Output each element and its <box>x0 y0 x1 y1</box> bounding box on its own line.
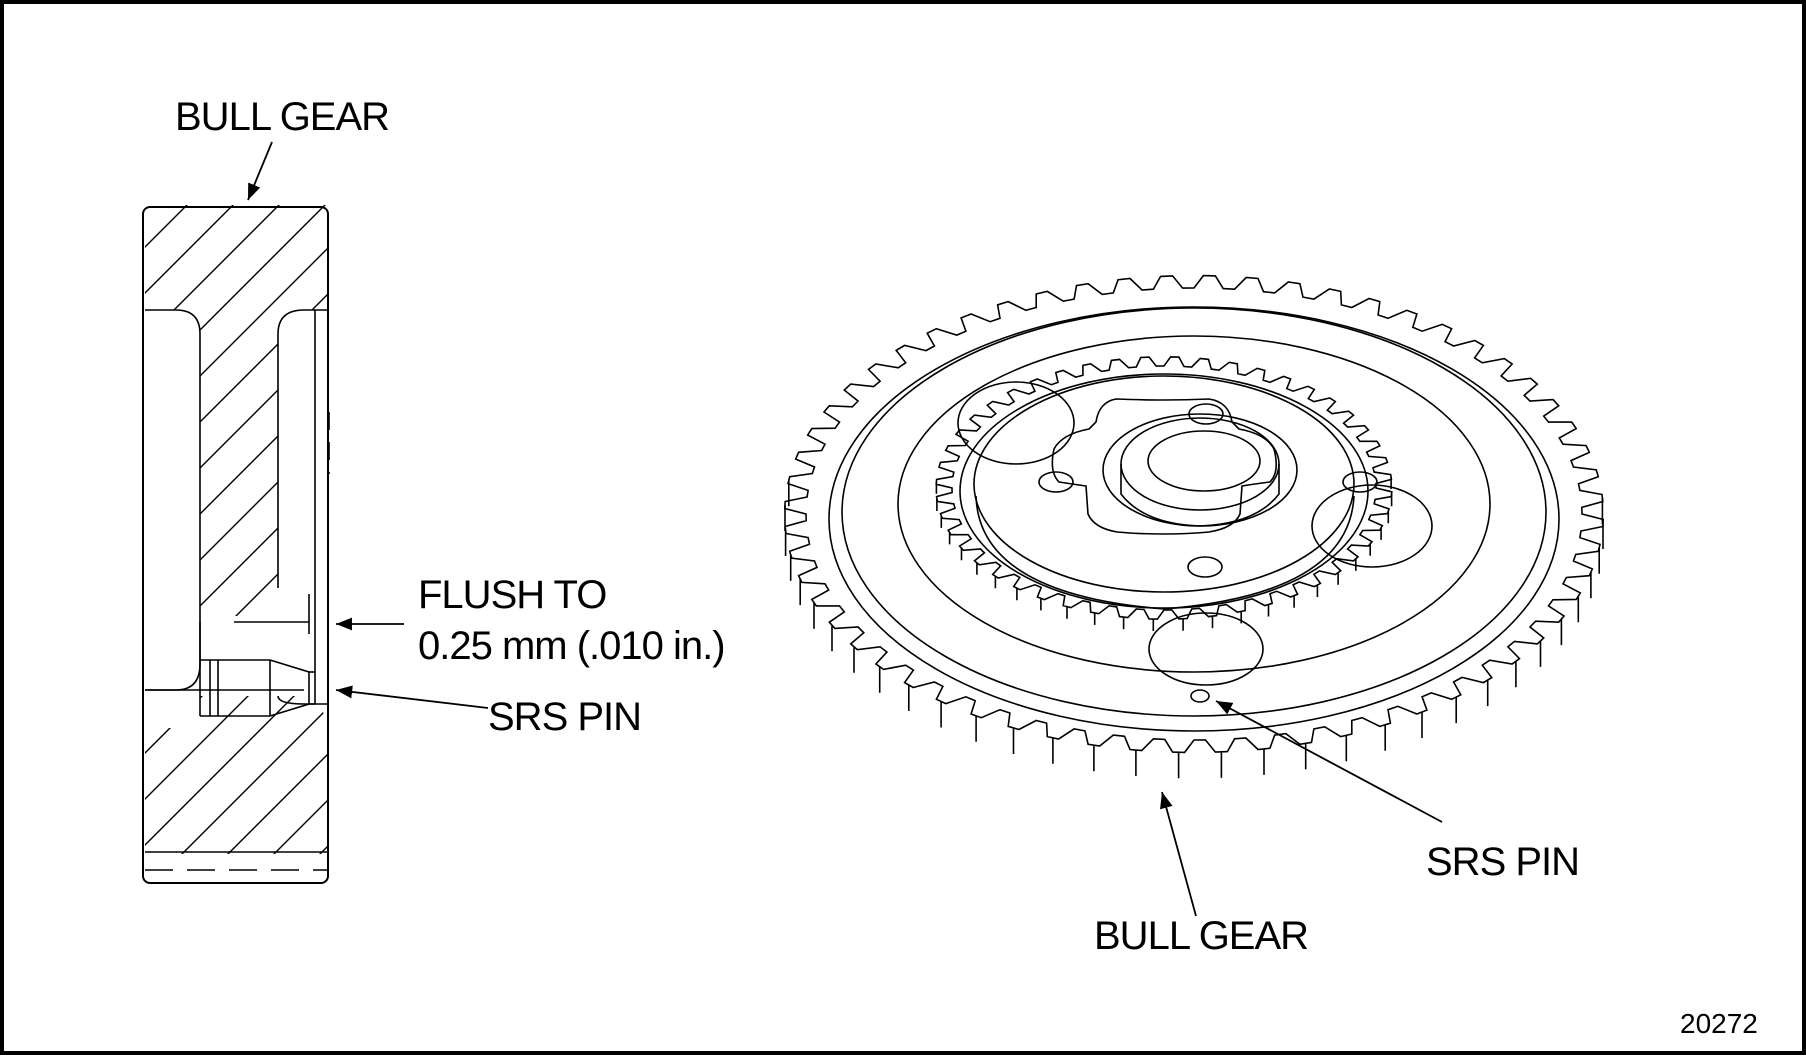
drawing-canvas <box>142 141 1605 917</box>
label-flush-line1: FLUSH TO <box>418 573 607 617</box>
figure-number: 20272 <box>1680 1008 1758 1039</box>
iso-leaders <box>1160 700 1443 917</box>
label-section-srs-pin: SRS PIN <box>488 695 642 739</box>
label-iso-srs-pin: SRS PIN <box>1426 840 1580 884</box>
label-iso-bull-gear: BULL GEAR <box>1094 914 1309 958</box>
bull-gear-section-view <box>142 205 330 884</box>
section-leaders <box>247 141 489 709</box>
label-section-bull-gear: BULL GEAR <box>175 95 390 139</box>
label-flush-line2: 0.25 mm (.010 in.) <box>418 624 726 668</box>
bull-gear-iso-view <box>783 274 1605 779</box>
